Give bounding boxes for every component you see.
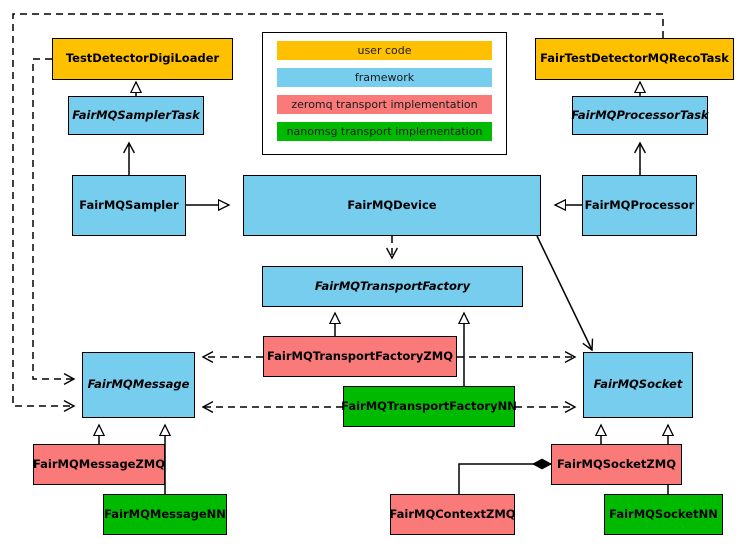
class-box-fairtestdetectormqrecotask[interactable]: FairTestDetectorMQRecoTask (535, 38, 734, 80)
class-box-label: FairMQProcessorTask (571, 107, 709, 122)
legend-item-user-code: user code (277, 41, 492, 60)
class-box-label: FairMQSampler (79, 197, 179, 212)
legend-label-framework: framework (354, 71, 415, 84)
edge-recotask-to-message (12, 13, 664, 406)
class-box-fairmqprocessortask[interactable]: FairMQProcessorTask (571, 96, 709, 135)
class-box-fairmqsocketnn[interactable]: FairMQSocketNN (604, 494, 723, 535)
class-box-label: FairMQTransportFactoryNN (341, 398, 517, 413)
legend-label-nanomsg: nanomsg transport implementation (286, 125, 483, 138)
legend-item-zeromq: zeromq transport implementation (277, 95, 492, 114)
class-box-fairmqdevice[interactable]: FairMQDevice (243, 175, 541, 236)
class-box-label: FairMQDevice (347, 197, 437, 212)
class-box-fairmqprocessor[interactable]: FairMQProcessor (582, 175, 697, 236)
class-box-label: FairMQMessageZMQ (32, 456, 166, 471)
class-box-label: FairMQSocket (593, 377, 683, 392)
class-box-label: FairMQTransportFactory (314, 278, 471, 293)
class-box-label: FairMQContextZMQ (389, 506, 516, 521)
class-box-label: FairMQSamplerTask (72, 107, 200, 122)
class-box-fairmqmessage[interactable]: FairMQMessage (82, 352, 195, 418)
class-box-fairmqmessagezmq[interactable]: FairMQMessageZMQ (33, 444, 165, 485)
class-box-label: FairMQSocketZMQ (557, 456, 676, 471)
legend-box: user code framework zeromq transport imp… (262, 32, 507, 155)
edge-device-to-socket (536, 235, 592, 350)
class-box-fairmqsamplertask[interactable]: FairMQSamplerTask (68, 96, 204, 135)
edge-contextzmq-to-socketzmq (458, 464, 551, 494)
class-box-fairmqsocketzmq[interactable]: FairMQSocketZMQ (551, 444, 682, 485)
class-box-label: FairMQProcessor (584, 197, 695, 212)
legend-item-nanomsg: nanomsg transport implementation (277, 122, 492, 141)
class-box-fairmqsampler[interactable]: FairMQSampler (72, 175, 186, 236)
class-box-fairmqtransportfactoryzmq[interactable]: FairMQTransportFactoryZMQ (263, 336, 457, 377)
class-box-label: FairMQMessageNN (104, 506, 226, 521)
class-box-fairmqcontextzmq[interactable]: FairMQContextZMQ (389, 494, 516, 535)
legend-item-framework: framework (277, 68, 492, 87)
class-box-testdetectordigiloader[interactable]: TestDetectorDigiLoader (52, 38, 233, 80)
class-box-fairmqmessagenn[interactable]: FairMQMessageNN (103, 494, 227, 535)
class-box-fairmqsocket[interactable]: FairMQSocket (583, 352, 693, 418)
class-box-label: FairTestDetectorMQRecoTask (540, 51, 729, 66)
class-box-fairmqtransportfactory[interactable]: FairMQTransportFactory (262, 266, 523, 307)
class-box-label: TestDetectorDigiLoader (65, 51, 220, 66)
class-box-label: FairMQMessage (87, 377, 190, 392)
class-box-label: FairMQTransportFactoryZMQ (266, 348, 453, 363)
class-box-label: FairMQSocketNN (609, 506, 718, 521)
legend-label-user-code: user code (357, 44, 412, 57)
class-box-fairmqtransportfactorynn[interactable]: FairMQTransportFactoryNN (341, 386, 517, 427)
legend-label-zeromq: zeromq transport implementation (291, 98, 478, 111)
